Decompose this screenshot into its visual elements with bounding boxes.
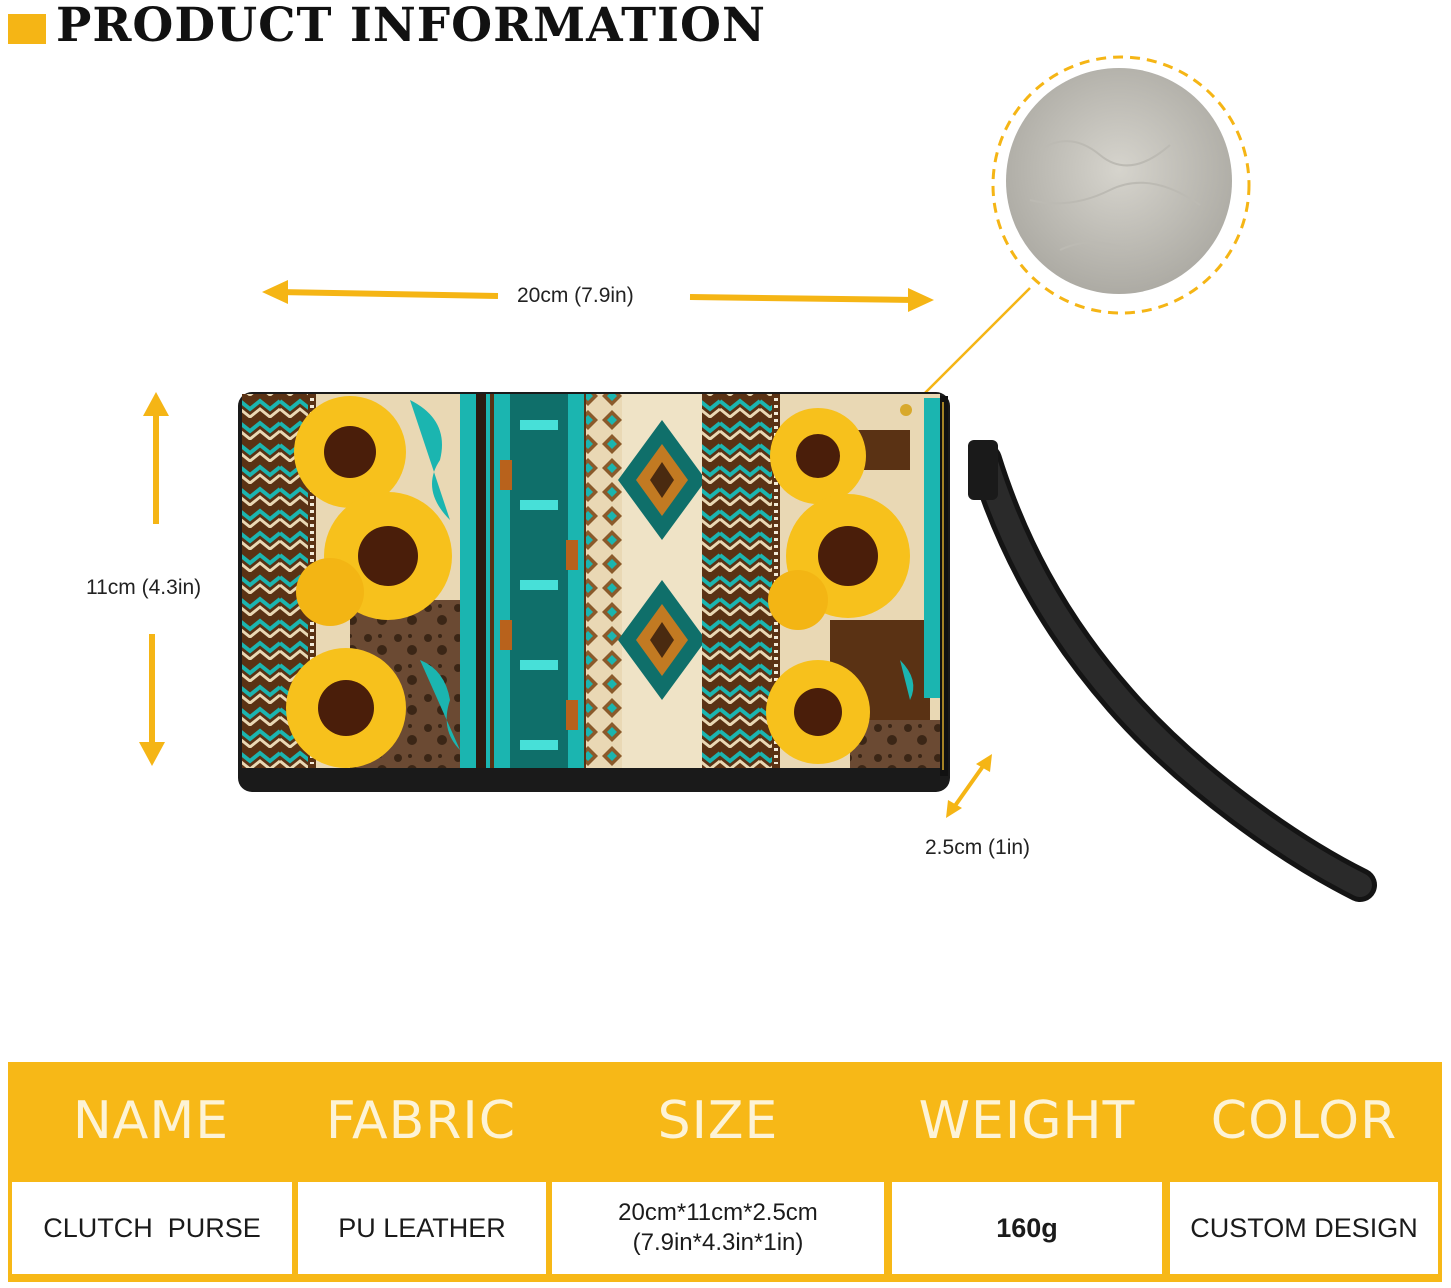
swatch-pointer-line [913, 287, 1031, 405]
arrow-right-icon [908, 288, 934, 312]
arrow-diagonal-up-icon [976, 754, 992, 772]
arrow-diagonal-down-icon [946, 800, 962, 818]
header-weight: WEIGHT [918, 1091, 1136, 1151]
page-title: PRODUCT INFORMATION [56, 0, 766, 53]
arrow-up-icon [143, 392, 169, 416]
header-color: COLOR [1210, 1091, 1398, 1151]
value-size-metric: 20cm*11cm*2.5cm [618, 1199, 818, 1226]
product-illustration [139, 55, 1377, 902]
leather-swatch [1006, 68, 1232, 294]
clutch-purse [238, 392, 950, 792]
arrow-down-icon [139, 742, 165, 766]
header-size: SIZE [657, 1091, 779, 1151]
header-fabric: FABRIC [325, 1091, 517, 1151]
value-name: CLUTCH PURSE [12, 1182, 292, 1274]
wrist-strap [968, 443, 1377, 902]
value-weight: 160g [892, 1182, 1162, 1274]
value-size-imperial: (7.9in*4.3in*1in) [632, 1229, 804, 1256]
value-fabric: PU LEATHER [298, 1182, 546, 1274]
spec-table: NAME FABRIC SIZE WEIGHT COLOR CLUTCH PUR… [8, 1062, 1442, 1282]
value-color: CUSTOM DESIGN [1170, 1182, 1438, 1274]
spec-header-row: NAME FABRIC SIZE WEIGHT COLOR [8, 1062, 1442, 1174]
depth-dimension-label: 2.5cm (1in) [925, 836, 1031, 859]
zipper-pull-icon [900, 404, 912, 416]
width-dimension-label: 20cm (7.9in) [517, 284, 634, 307]
arrow-left-icon [262, 280, 288, 304]
header-name: NAME [72, 1091, 230, 1151]
spec-value-row: CLUTCH PURSE PU LEATHER 20cm*11cm*2.5cm … [8, 1174, 1442, 1282]
value-size: 20cm*11cm*2.5cm (7.9in*4.3in*1in) [552, 1182, 884, 1274]
height-dimension-label: 11cm (4.3in) [86, 576, 202, 599]
header-accent-square [8, 14, 46, 44]
